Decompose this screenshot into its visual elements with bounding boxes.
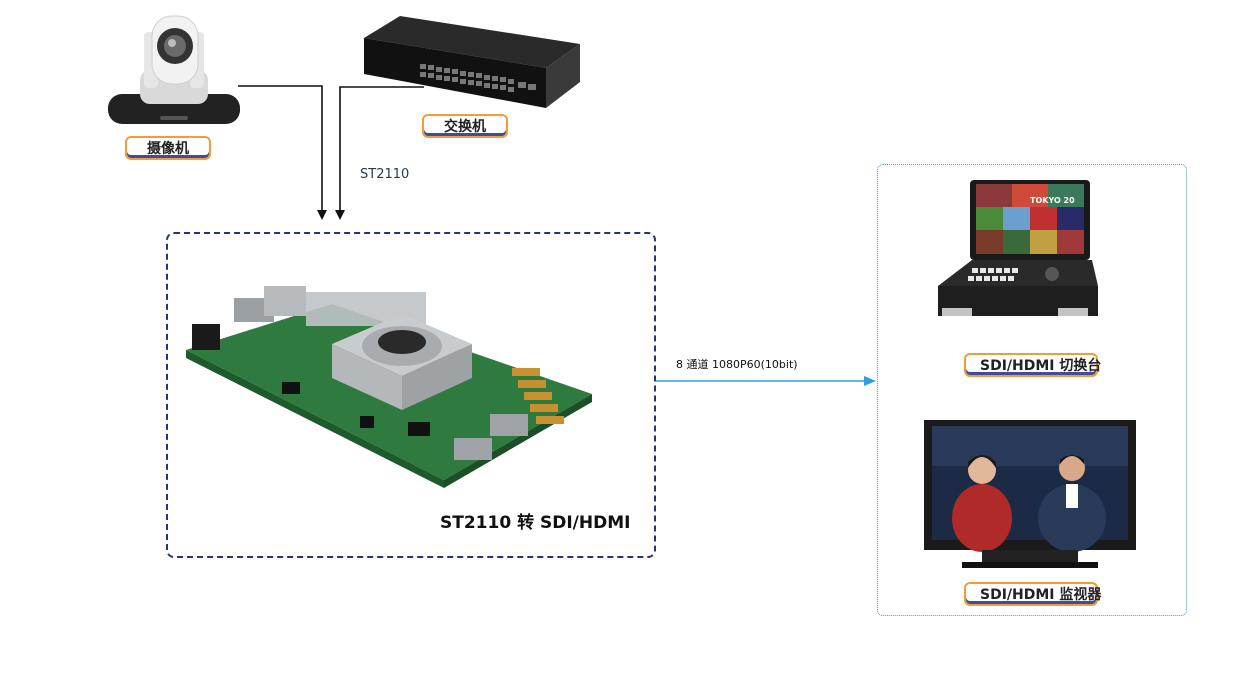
video-switcher-icon: TOKYO 20 xyxy=(938,180,1098,316)
camera-link-arrowhead xyxy=(317,210,327,220)
output-group-box xyxy=(877,164,1187,616)
switch-link-arrowhead xyxy=(335,210,345,220)
switch-link-line xyxy=(339,86,424,212)
switcher-label: SDI/HDMI 切换台 xyxy=(964,353,1101,377)
output-link-arrowhead xyxy=(864,376,876,386)
camera-link-line xyxy=(238,85,323,212)
monitor-label: SDI/HDMI 监视器 xyxy=(964,582,1101,606)
board-title: ST2110 转 SDI/HDMI xyxy=(440,513,631,533)
output-spec-label: 8 通道 1080P60(10bit) xyxy=(676,358,798,371)
switch-label: 交换机 xyxy=(422,114,508,138)
ptz-camera-icon xyxy=(108,15,240,124)
broadcast-monitor-icon xyxy=(924,420,1136,568)
input-protocol-label: ST2110 xyxy=(360,167,410,182)
converter-group-box xyxy=(166,232,656,558)
switcher-screen-text: TOKYO 20 xyxy=(1030,196,1075,205)
network-switch-icon xyxy=(364,16,580,108)
camera-label: 摄像机 xyxy=(125,136,211,160)
converter-board-icon xyxy=(186,286,592,488)
